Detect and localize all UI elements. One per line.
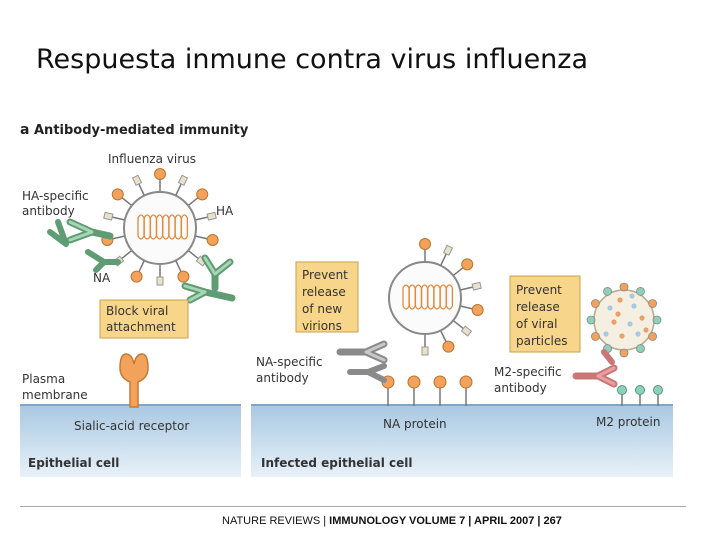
ha-antibody-4 [181,282,236,304]
m2-proteins [617,385,663,406]
receptor-label: Sialic-acid receptor [74,419,189,433]
panel-letter: a [20,122,29,138]
plasma-label-1: Plasma [22,372,65,386]
ha-antibody-3 [201,254,234,292]
ha-spike [154,168,166,180]
na-spike [206,211,217,221]
prevent-virions-line-1: Prevent [302,268,348,282]
na-spike [460,325,473,337]
footer-rule [20,506,686,507]
slide-title: Respuesta inmune contra virus influenza [36,44,589,75]
block-line-2: attachment [106,320,176,334]
prevent-virions-line-4: virions [302,319,342,333]
prevent-virions-box [295,261,359,333]
ha-label: HA [216,204,234,218]
prevent-particles-line-4: particles [516,334,568,348]
right-membrane [251,405,673,477]
na-spike [442,244,454,256]
ha-spike [196,188,209,201]
na-label: NA [93,271,111,285]
influenza-virus-left [101,168,219,286]
na-spike [131,174,143,186]
prevent-virions-line-2: release [302,285,346,299]
ha-spike [177,270,190,283]
ha-spike [111,188,124,201]
left-membrane [20,405,241,477]
panel-title: Antibody-mediated immunity [34,123,249,138]
na-antibody-label-1: NA-specific [256,355,323,369]
na-proteins [381,375,473,406]
viral-particle-speckled [586,282,662,358]
na-antibody-label-2: antibody [256,371,309,385]
ha-antibody-label-1: HA-specific [22,189,89,203]
citation-detail: IMMUNOLOGY VOLUME 7 | APRIL 2007 | 267 [329,515,562,527]
prevent-virions-line-3: of new [302,302,342,316]
na-protein-label: NA protein [383,417,447,431]
m2-protein-label: M2 protein [596,415,660,429]
plasma-label-2: membrane [22,388,88,402]
prevent-particles-line-2: release [516,300,560,314]
prevent-particles-line-3: of viral [516,317,557,331]
na-antibody [336,340,388,383]
na-spike [177,174,189,186]
ha-spike [442,340,455,353]
ha-spike [130,270,143,283]
ha-antibody-5 [85,249,121,273]
m2-antibody-label-2: antibody [494,381,547,395]
ha-spike [471,304,484,317]
epithelial-cell-label: Epithelial cell [28,456,119,470]
prevent-particles-line-1: Prevent [516,283,562,297]
sialic-acid-receptor [119,353,149,408]
block-line-1: Block viral [106,304,168,318]
ha-antibody-1 [66,218,114,244]
influenza-virus-right [388,238,484,356]
ha-spike [206,234,219,247]
m2-antibody-label-1: M2-specific [494,365,562,379]
ha-spike [461,258,474,271]
ha-spike [419,238,431,250]
na-spike [156,276,164,286]
na-spike [103,211,114,221]
ha-antibody-label-2: antibody [22,204,75,218]
ha-antibody-2 [47,219,69,247]
prevent-particles-box [509,275,581,353]
na-spike [471,281,482,291]
m2-antibody [572,349,618,388]
citation-journal: NATURE REVIEWS | [222,515,330,527]
block-attachment-box [99,299,189,339]
citation-footer: NATURE REVIEWS | IMMUNOLOGY VOLUME 7 | A… [222,515,562,527]
na-spike [421,346,429,356]
influenza-virus-label: Influenza virus [108,152,196,166]
infected-cell-label: Infected epithelial cell [261,456,412,470]
